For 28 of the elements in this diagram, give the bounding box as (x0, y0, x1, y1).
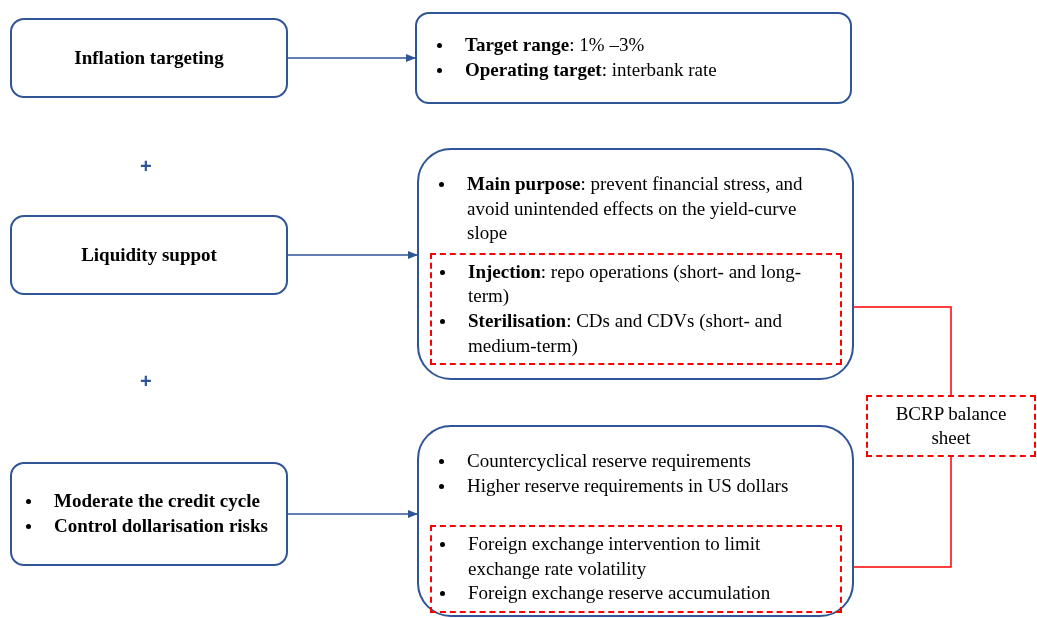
plus-sign: + (140, 370, 152, 393)
rounded-box (417, 148, 854, 380)
arrow (287, 510, 418, 518)
box-title: Inflation targeting (74, 46, 224, 70)
bullet-item: Control dollarisation risks (54, 514, 269, 538)
box-title: BCRP balance sheet (894, 402, 1008, 450)
rounded-box (10, 462, 288, 566)
rounded-box (415, 12, 852, 104)
bullet-item: Higher reserve requirements in US dollars (467, 473, 790, 498)
rounded-box (10, 215, 288, 295)
dashed-box (430, 525, 842, 613)
bullet-item: Countercyclical reserve requirements (467, 449, 752, 473)
bullet-item: Moderate the credit cycle (54, 489, 261, 514)
arrow (287, 54, 416, 62)
dashed-box (866, 395, 1036, 457)
bullet-item: Main purpose: prevent financial stress, and avoid unintended effects on the yield-curve slope (467, 172, 804, 246)
rounded-box (10, 18, 288, 98)
box-title: Liquidity suppot (81, 243, 217, 267)
bullet-item: Target range: 1% –3% (465, 33, 646, 58)
bullet-item: Foreign exchange reserve accumulation (468, 581, 772, 606)
bullet-item: Foreign exchange intervention to limit exchange rate volatility (468, 531, 762, 581)
plus-sign: + (140, 155, 152, 178)
bullet-item: Operating target: interbank rate (465, 58, 718, 82)
rounded-box (417, 425, 854, 617)
bullet-item: Injection: repo operations (short- and long-term) (468, 259, 802, 309)
dashed-box (430, 253, 842, 365)
bullet-item: Sterilisation: CDs and CDVs (short- and medium-term) (468, 309, 784, 358)
arrow (287, 251, 418, 259)
